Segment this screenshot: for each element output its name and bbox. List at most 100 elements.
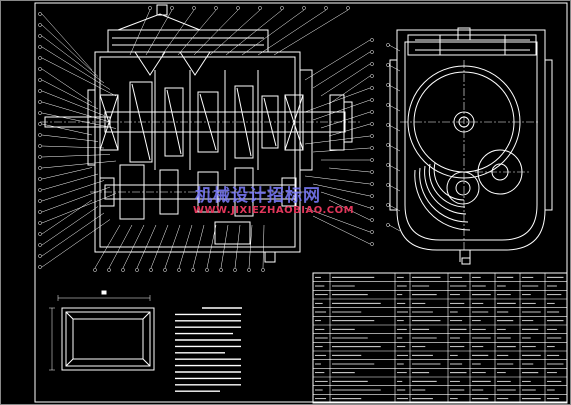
leader-line (304, 135, 371, 145)
side-flange-right (545, 59, 553, 211)
balloon-marker (93, 268, 97, 272)
balloon-marker (370, 98, 374, 102)
leader-line (41, 206, 99, 246)
gasket-mid (65, 311, 151, 367)
balloon-marker (386, 43, 390, 47)
leader-line (304, 87, 371, 113)
leader-line (178, 224, 193, 269)
balloon-marker (370, 230, 374, 234)
balloon-marker (219, 268, 223, 272)
leader-line (388, 104, 401, 112)
balloon-marker (386, 143, 390, 147)
leader-line (145, 9, 173, 56)
side-housing-outline (396, 29, 546, 251)
balloon-marker (38, 155, 42, 159)
leader-line (328, 75, 371, 105)
side-housing-inner (404, 41, 538, 241)
reverse-gear-face (446, 171, 480, 205)
balloon-marker (177, 268, 181, 272)
leader-line (136, 224, 157, 269)
leader-line (312, 99, 371, 121)
balloon-marker (38, 12, 42, 16)
balloon-marker (38, 243, 42, 247)
reverse-idler (214, 221, 251, 245)
balloon-marker (38, 144, 42, 148)
balloon-marker (370, 110, 374, 114)
leader-line (225, 9, 283, 56)
leader-line (388, 84, 401, 92)
balloon-marker (135, 268, 139, 272)
shift-fork-housing (117, 13, 211, 76)
balloon-marker (38, 56, 42, 60)
gearbox-front-section-view (40, 4, 360, 263)
leader-line (41, 123, 93, 136)
leader-line (248, 224, 253, 269)
leader-line (312, 215, 371, 245)
balloon-marker (170, 6, 174, 10)
reverse-shaft-end (455, 180, 471, 196)
balloon-marker (370, 38, 374, 42)
technical-requirements-text (175, 307, 242, 392)
gear-tooth-arcs (414, 162, 471, 231)
leader-line (320, 111, 371, 129)
housing-flange-right (300, 69, 313, 171)
leader-line (220, 224, 229, 269)
balloon-marker (370, 182, 374, 186)
leader-line (41, 68, 93, 103)
leader-line (304, 39, 371, 81)
leader-line (257, 9, 327, 56)
balloon-marker (38, 78, 42, 82)
leader-line (122, 224, 145, 269)
leader-line (273, 9, 349, 56)
leader-line (388, 144, 401, 152)
part-number-balloons (38, 6, 374, 272)
balloon-marker (149, 268, 153, 272)
leader-line (192, 224, 205, 269)
leader-line (150, 224, 169, 269)
leader-line (312, 183, 371, 197)
balloon-marker (302, 6, 306, 10)
synchro-sleeves (154, 70, 259, 170)
balloon-marker (205, 268, 209, 272)
parts-list-title-block (312, 272, 568, 404)
side-drain (461, 257, 471, 265)
leader-line (41, 173, 99, 191)
leader-line (41, 24, 99, 77)
balloon-marker (386, 83, 390, 87)
leader-line (41, 154, 111, 158)
watermark-url-text: WWW.JIXIEZHAOBIAO.COM (193, 205, 355, 216)
leader-line (388, 204, 401, 212)
leader-line (41, 79, 99, 110)
leader-line (328, 123, 371, 137)
leader-line (41, 186, 111, 213)
side-view-balloons (386, 43, 401, 232)
title-block-outer (312, 272, 568, 404)
balloon-marker (370, 86, 374, 90)
balloon-marker (192, 6, 196, 10)
leader-line (328, 167, 371, 173)
balloon-marker (38, 23, 42, 27)
gearbox-side-view (389, 27, 553, 265)
parts-list-entries (315, 276, 564, 400)
balloon-marker (386, 183, 390, 187)
balloon-marker (233, 268, 237, 272)
bearing-right-cross (284, 94, 304, 151)
balloon-marker (370, 218, 374, 222)
detail-dimension-mark (101, 290, 107, 295)
balloon-marker (148, 6, 152, 10)
top-cover (107, 29, 269, 53)
side-top-cover (407, 34, 537, 56)
leader-line (388, 224, 401, 232)
side-top-cover-detail (415, 35, 530, 55)
balloon-marker (386, 203, 390, 207)
leader-line (41, 35, 105, 84)
gasket-inner (72, 318, 144, 360)
balloon-marker (38, 122, 42, 126)
leader-line (161, 9, 195, 56)
detail-dimension-line (57, 295, 151, 301)
side-flange-left (389, 59, 397, 211)
balloon-marker (38, 199, 42, 203)
inner-frame (34, 2, 568, 403)
balloon-marker (38, 133, 42, 137)
